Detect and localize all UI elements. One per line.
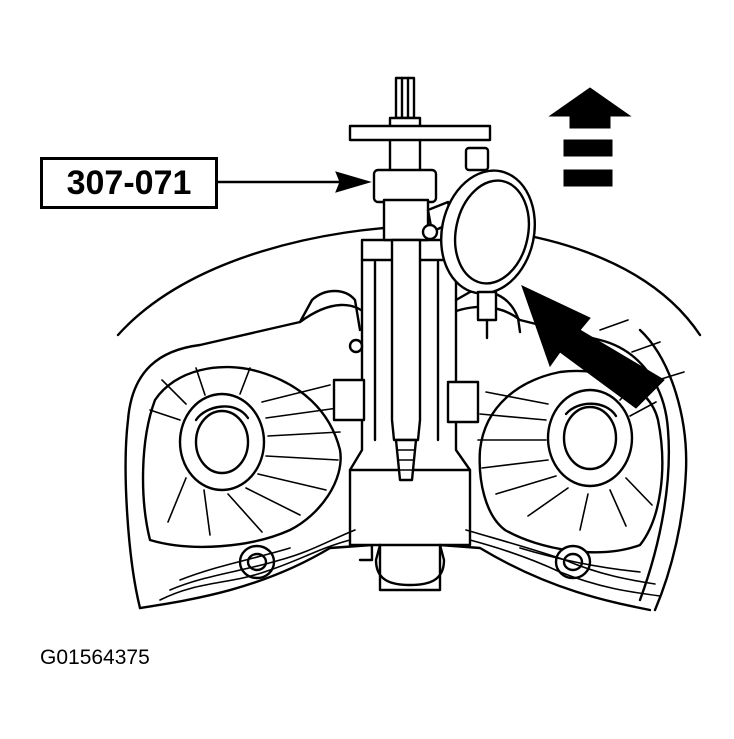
left-bearing-shade <box>194 405 250 422</box>
direction-bar-2 <box>563 169 613 187</box>
probe-tip-threads <box>396 449 416 471</box>
indicator-clamp-screw <box>421 223 439 241</box>
tool-number-text: 307-071 <box>66 163 192 202</box>
upper-left-detail <box>298 289 362 332</box>
indicator-stem-top <box>464 146 490 172</box>
figure-id: G01564375 <box>40 646 150 669</box>
right-bearing-shade <box>564 402 618 418</box>
arrow-diagonal-icon <box>521 285 665 409</box>
left-fins <box>149 367 341 536</box>
t-handle <box>348 124 492 142</box>
bottom-pan-lines <box>159 529 661 601</box>
probe-body <box>382 198 430 242</box>
sump <box>374 543 446 587</box>
indicator-stem-bottom <box>476 290 498 322</box>
case-right-edge <box>638 328 688 612</box>
motion-lines <box>599 319 685 381</box>
right-bearing-inner <box>562 405 618 471</box>
left-seal-inner <box>246 552 268 572</box>
probe-rod-top <box>394 76 416 120</box>
right-chamber <box>478 369 664 554</box>
direction-bar-1 <box>563 139 613 157</box>
right-block <box>446 380 480 424</box>
left-bearing-inner <box>194 409 250 475</box>
right-bearing-outer <box>546 388 634 488</box>
right-seal-inner <box>562 552 584 572</box>
tool-collar <box>372 168 438 204</box>
indicator-face <box>453 179 531 285</box>
left-bearing-outer <box>178 392 266 492</box>
arrow-up-icon <box>548 87 632 129</box>
left-seal <box>238 544 276 580</box>
left-pin <box>348 338 364 354</box>
probe-rod-lines <box>400 76 410 120</box>
housing-bottom <box>138 543 652 612</box>
left-block <box>332 378 366 422</box>
left-chamber <box>141 365 342 549</box>
tool-number-callout: 307-071 <box>40 157 218 209</box>
probe-shaft <box>390 238 422 442</box>
callout-arrowhead <box>335 171 372 193</box>
